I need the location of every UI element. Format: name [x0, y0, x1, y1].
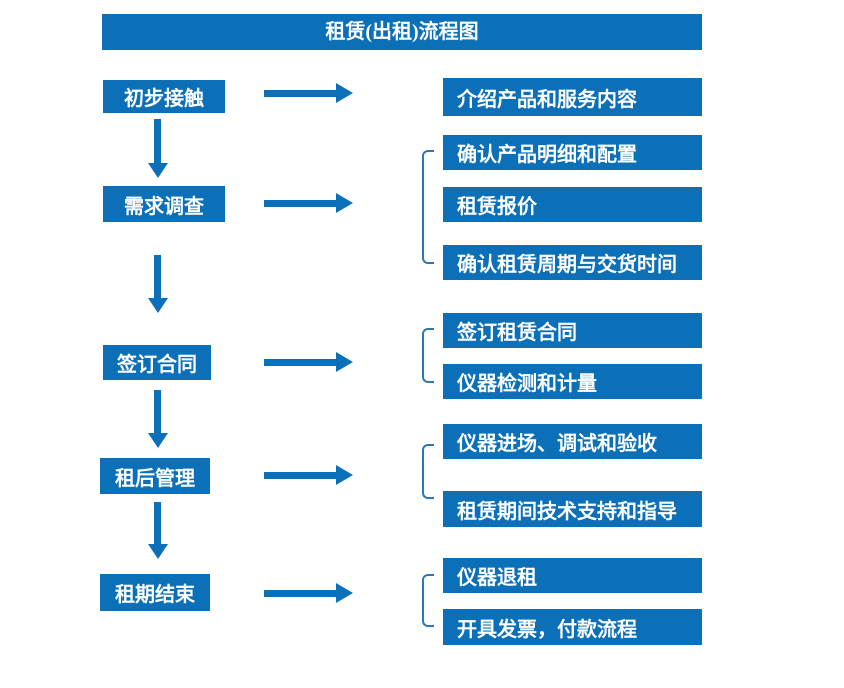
group-bracket [422, 150, 434, 264]
step-initial-contact: 初步接触 [103, 80, 225, 113]
group-bracket [422, 574, 434, 627]
detail-instrument-return: 仪器退租 [443, 558, 702, 593]
group-bracket [422, 328, 434, 383]
step-sign-contract: 签订合同 [103, 345, 211, 380]
detail-instrument-inspection-metering: 仪器检测和计量 [443, 364, 702, 399]
flowchart-title: 租赁(出租)流程图 [102, 14, 702, 50]
detail-rental-tech-support-guidance: 租赁期间技术支持和指导 [443, 491, 702, 527]
down-arrow-icon [147, 255, 168, 313]
detail-instrument-arrival-acceptance: 仪器进场、调试和验收 [443, 424, 702, 459]
right-arrow-icon [264, 583, 353, 603]
right-arrow-icon [264, 193, 353, 213]
down-arrow-icon [147, 119, 168, 178]
detail-confirm-product-details-config: 确认产品明细和配置 [443, 135, 702, 170]
step-demand-survey: 需求调查 [103, 186, 225, 222]
detail-introduce-products-services: 介绍产品和服务内容 [443, 78, 702, 116]
detail-rental-quote: 租赁报价 [443, 187, 702, 222]
step-rental-period-end: 租期结束 [100, 574, 210, 611]
down-arrow-icon [147, 390, 168, 448]
step-post-rental-management: 租后管理 [100, 458, 210, 494]
detail-sign-rental-contract: 签订租赁合同 [443, 313, 702, 348]
detail-invoice-payment-process: 开具发票，付款流程 [443, 609, 702, 645]
down-arrow-icon [147, 502, 168, 559]
group-bracket [422, 444, 434, 499]
right-arrow-icon [264, 83, 353, 103]
detail-confirm-rental-period-delivery: 确认租赁周期与交货时间 [443, 245, 702, 280]
right-arrow-icon [264, 352, 353, 372]
right-arrow-icon [264, 465, 353, 485]
